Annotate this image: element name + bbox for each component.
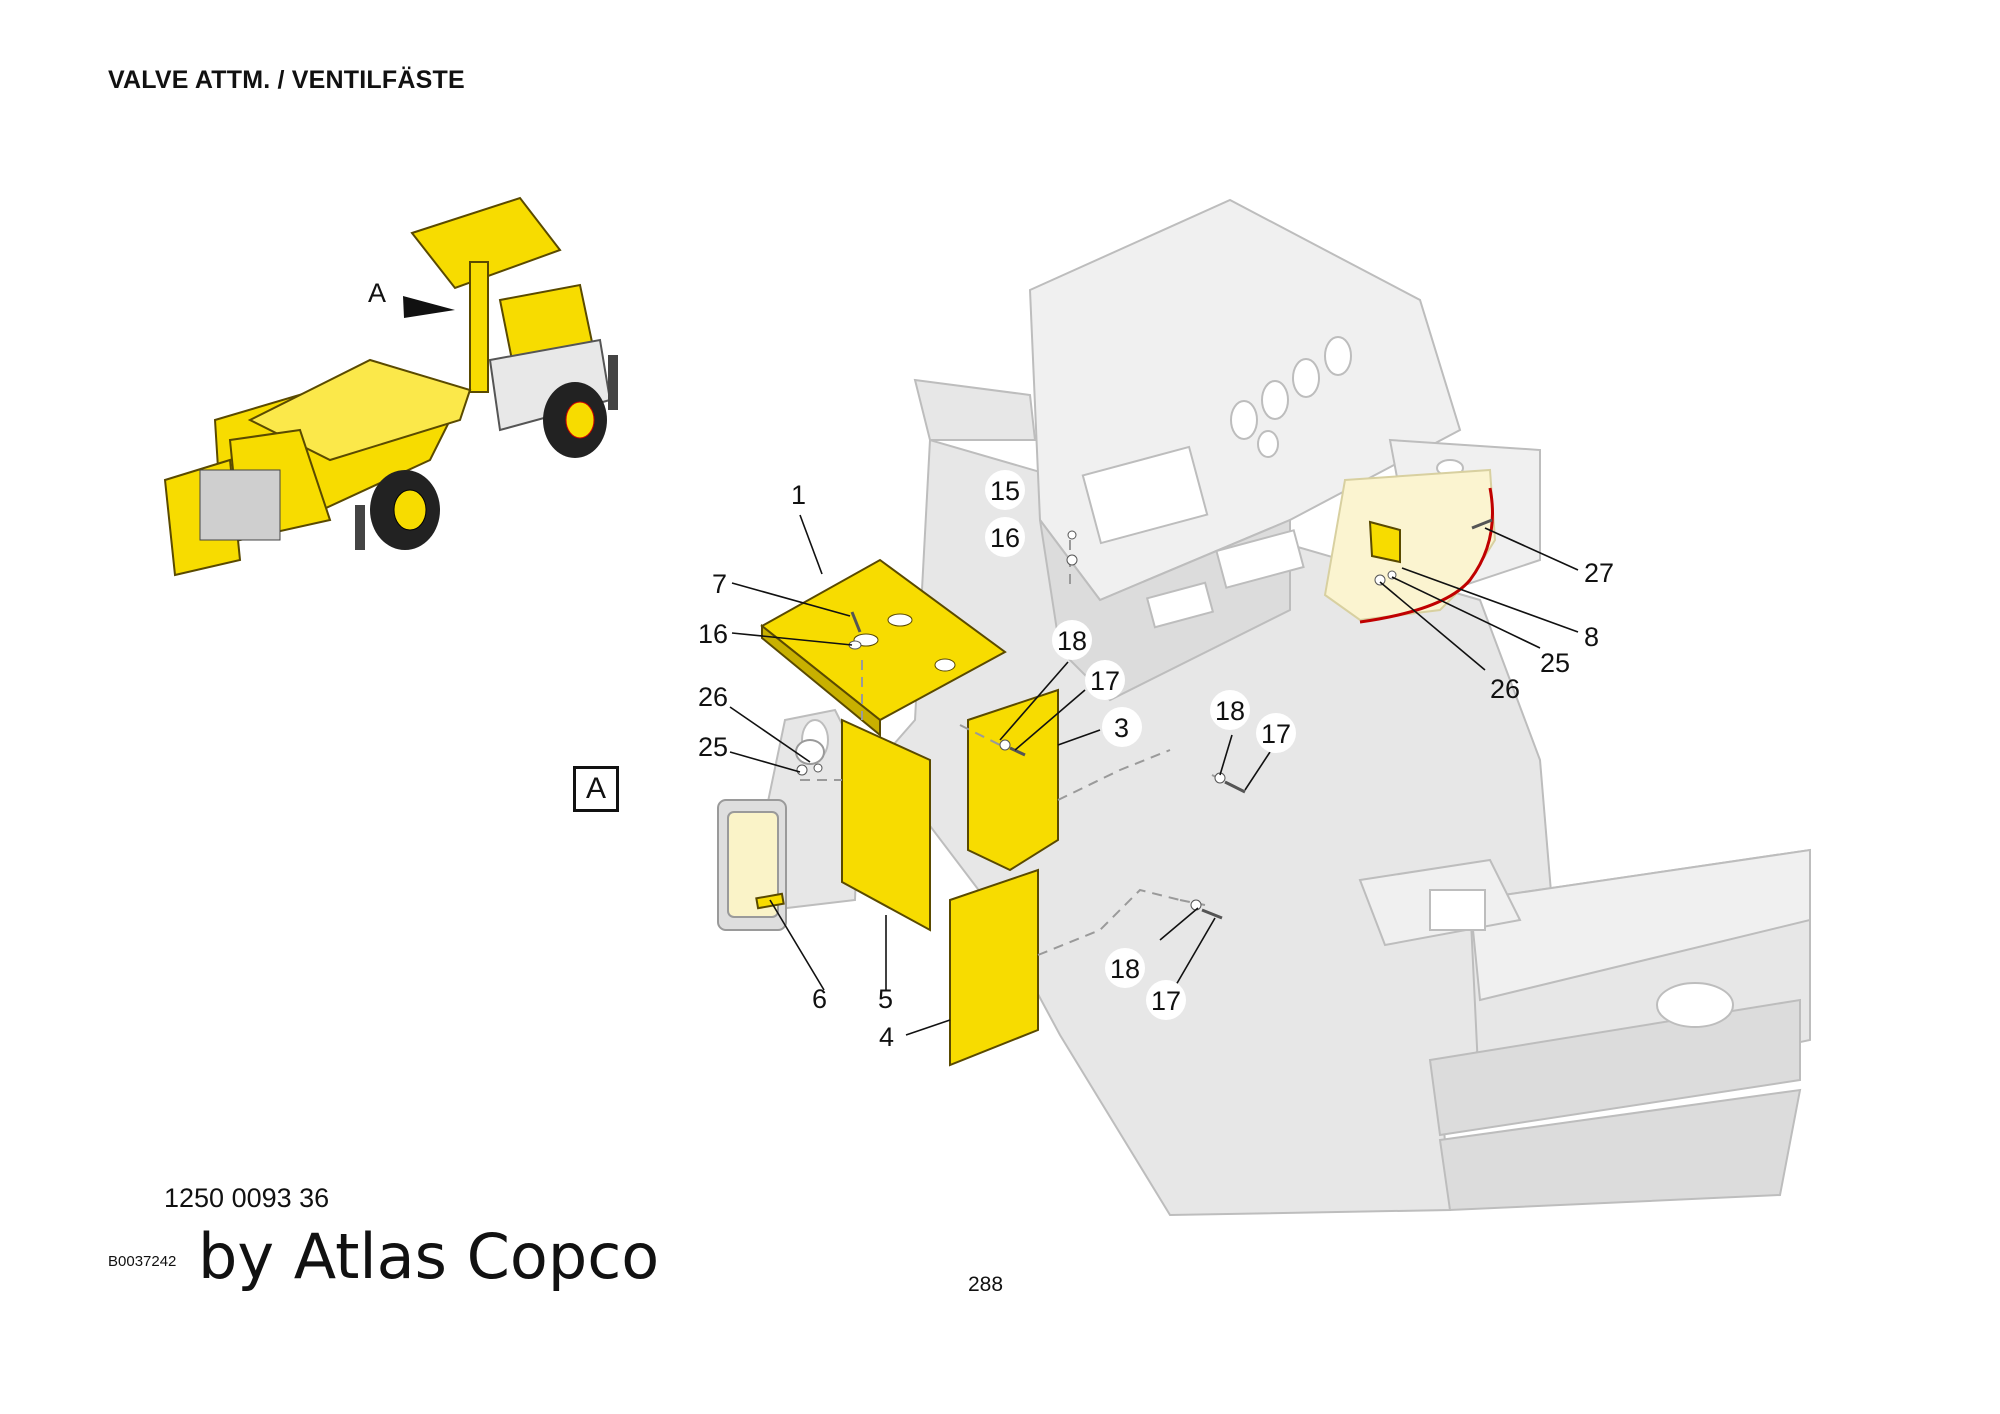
callout-26-b: 26 [1490,674,1520,704]
view-pointer-label: A [368,278,386,308]
part-number: 1250 0093 36 [164,1183,330,1213]
brand-text: by Atlas Copco [198,1220,660,1293]
part-5-plate [841,718,931,932]
callout-circles [985,470,1296,1020]
callout-16: 16 [698,619,728,649]
callout-15: 15 [990,476,1020,506]
callout-4: 4 [879,1022,894,1052]
callout-26: 26 [698,682,728,712]
callout-8: 8 [1584,622,1599,652]
assembly-line-5 [1037,888,1181,956]
callout-18-c: 18 [1110,954,1140,984]
detail-highlight-area [1323,468,1497,624]
page-title: VALVE ATTM. / VENTILFÄSTE [108,66,465,94]
callout-17-b: 17 [1261,719,1291,749]
part-1-slot-2 [887,613,913,627]
callout-17: 17 [1090,666,1120,696]
leader-lines [729,514,1579,1036]
assembly-line-4 [1057,749,1171,801]
part-7-screw [850,611,862,633]
machine-overview-illustration [163,196,618,577]
view-a-pointer-icon [403,296,455,318]
view-a-label: A [573,766,619,812]
callout-18: 18 [1057,626,1087,656]
drawing-id: B0037242 [108,1253,177,1270]
part-1-edge [761,623,881,738]
callout-1: 1 [791,480,806,510]
part-4-plate [949,868,1039,1067]
callout-25: 25 [698,732,728,762]
machine-frame-illustration [758,198,1811,1217]
callout-27: 27 [1584,558,1614,588]
callout-3: 3 [1114,713,1129,743]
callout-18-b: 18 [1215,696,1245,726]
page-number: 288 [968,1273,1004,1296]
assembly-line-3 [959,724,1001,746]
callout-25-b: 25 [1540,648,1570,678]
callout-16-b: 16 [990,523,1020,553]
callout-17-c: 17 [1151,986,1181,1016]
part-1-hole [934,658,956,672]
callout-7: 7 [712,569,727,599]
callout-5: 5 [878,984,893,1014]
part-3-plate [967,688,1059,872]
callout-6: 6 [812,984,827,1014]
